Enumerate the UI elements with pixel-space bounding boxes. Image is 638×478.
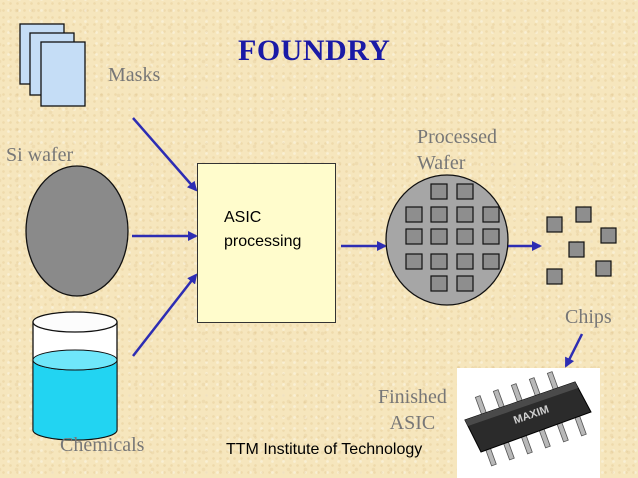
process-box-line1: ASIC — [224, 209, 262, 226]
slide-title: FOUNDRY — [238, 34, 391, 67]
processed-label-line2: Wafer — [417, 152, 466, 174]
finished-label-line2: ASIC — [389, 412, 436, 434]
finished-asic-label: Finished ASIC — [378, 384, 447, 436]
finished-label-line1: Finished — [378, 386, 447, 408]
arrow-masks-to-process — [132, 117, 198, 192]
si-wafer-label: Si wafer — [6, 144, 74, 166]
masks-label: Masks — [108, 64, 161, 86]
processed-wafer-label: Processed Wafer — [417, 124, 497, 176]
processed-label-line1: Processed — [417, 126, 497, 148]
chips-label: Chips — [565, 306, 612, 328]
asic-chip-photo: MAXIM — [457, 368, 600, 478]
arrow-chips-to-finished — [564, 333, 584, 368]
process-box-label: ASIC processing — [224, 206, 301, 254]
chemicals-label: Chemicals — [60, 434, 145, 456]
footer-text: TTM Institute of Technology — [226, 441, 423, 458]
process-box-line2: processing — [224, 233, 302, 250]
asic-processing-box: ASIC processing — [197, 163, 336, 323]
arrow-chemicals-to-process — [132, 273, 198, 357]
